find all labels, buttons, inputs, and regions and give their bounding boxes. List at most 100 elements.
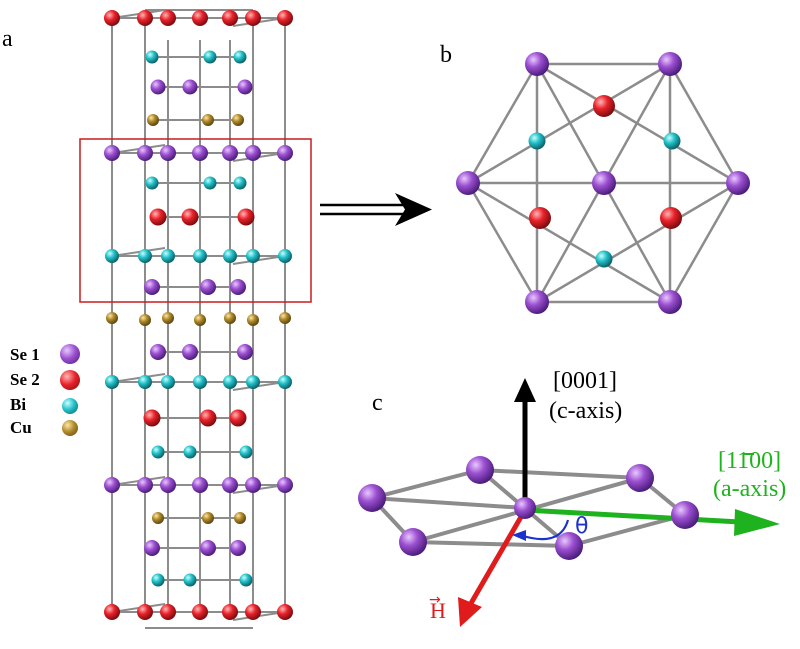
atom-se1: [658, 52, 682, 76]
atom-cu: [152, 512, 164, 524]
atom-se1: [358, 484, 386, 512]
panel-b-bonds: [466, 62, 740, 304]
atom-bi: [203, 176, 217, 190]
atom-se1: [104, 145, 120, 161]
atom-bi: [193, 249, 207, 263]
atom-bi: [233, 50, 247, 64]
atom-se1: [222, 145, 238, 161]
atom-bi: [278, 375, 292, 389]
legend-label-cu: Cu: [10, 418, 32, 437]
panel-label-c: c: [372, 390, 383, 416]
atom-se1: [230, 279, 246, 295]
atom-se1: [525, 52, 549, 76]
field-arrow: [458, 508, 528, 627]
atom-bi: [239, 445, 253, 459]
plane-edge: [412, 540, 570, 548]
atom-bi: [203, 50, 217, 64]
atom-se1: [592, 171, 616, 195]
legend-swatch-bi: [62, 398, 78, 414]
atom-se1: [144, 279, 160, 295]
atom-se1: [277, 145, 293, 161]
atom-se2: [143, 409, 161, 427]
layer-bond: [111, 373, 166, 383]
atom-se1: [626, 464, 654, 492]
atom-se2: [222, 604, 238, 620]
atom-se2: [593, 95, 615, 117]
atom-se1: [144, 540, 160, 556]
atom-se1: [160, 477, 176, 493]
atom-se2: [104, 604, 120, 620]
layer-bond: [232, 381, 286, 391]
layer-bond: [232, 255, 286, 265]
a-axis-index-label: [1100]: [718, 448, 782, 474]
legend-swatch-se2: [60, 370, 80, 390]
atom-bi: [138, 249, 152, 263]
legend-label-bi: Bi: [10, 395, 27, 414]
atom-cu: [247, 314, 259, 326]
atom-cu: [232, 114, 244, 126]
atom-bi: [663, 132, 681, 150]
atom-se1: [222, 477, 238, 493]
field-vector-arrow-mark: →: [429, 592, 441, 608]
atom-se1: [192, 477, 208, 493]
atom-bi: [223, 249, 237, 263]
atom-se1: [150, 344, 166, 360]
panel-a-atoms: [104, 10, 293, 620]
atom-se2: [137, 604, 153, 620]
atom-se2: [660, 207, 682, 229]
atom-se2: [149, 208, 167, 226]
atom-bi: [161, 249, 175, 263]
atom-bi: [528, 132, 546, 150]
atom-se1: [192, 145, 208, 161]
atom-se2: [237, 208, 255, 226]
atom-se2: [277, 10, 293, 26]
panel-c-atoms: [358, 456, 699, 560]
atom-se2: [160, 604, 176, 620]
panel-label-b: b: [440, 42, 452, 68]
atom-cu: [106, 312, 118, 324]
atom-se1: [237, 344, 253, 360]
atom-bi: [105, 249, 119, 263]
atom-bi: [151, 445, 165, 459]
c-axis-arrow: [514, 378, 536, 508]
atom-bi: [239, 573, 253, 587]
atom-bi: [161, 375, 175, 389]
atom-se1: [726, 171, 750, 195]
atom-se1: [245, 477, 261, 493]
atom-cu: [202, 512, 214, 524]
atom-se1: [200, 540, 216, 556]
atom-se2: [199, 409, 217, 427]
atom-se1: [555, 532, 583, 560]
plane-edge: [479, 468, 641, 480]
legend-swatch-se1: [60, 344, 80, 364]
hex-edge: [668, 63, 740, 184]
atom-se1: [245, 145, 261, 161]
atom-se2: [277, 604, 293, 620]
atom-se1: [237, 79, 253, 95]
legend-swatch-cu: [62, 420, 78, 436]
atom-cu: [139, 314, 151, 326]
plane-edge: [371, 468, 481, 500]
atom-cu: [162, 312, 174, 324]
field-h-label: H: [430, 598, 446, 623]
atom-bi: [145, 176, 159, 190]
atom-se2: [192, 604, 208, 620]
atom-se2: [222, 10, 238, 26]
atom-cu: [194, 314, 206, 326]
atom-se2: [160, 10, 176, 26]
atom-se2: [245, 604, 261, 620]
atom-bi: [246, 375, 260, 389]
atom-se1: [456, 171, 480, 195]
atom-bi: [183, 445, 197, 459]
hex-edge: [466, 182, 539, 303]
atom-se2: [192, 10, 208, 26]
atom-bi: [151, 573, 165, 587]
atom-se1: [525, 290, 549, 314]
atom-bi: [138, 375, 152, 389]
c-axis-index-label: [0001]: [553, 368, 617, 394]
atom-se2: [181, 208, 199, 226]
atom-cu: [279, 312, 291, 324]
c-axis-name-label: (c-axis): [549, 398, 623, 424]
atom-se1: [137, 477, 153, 493]
